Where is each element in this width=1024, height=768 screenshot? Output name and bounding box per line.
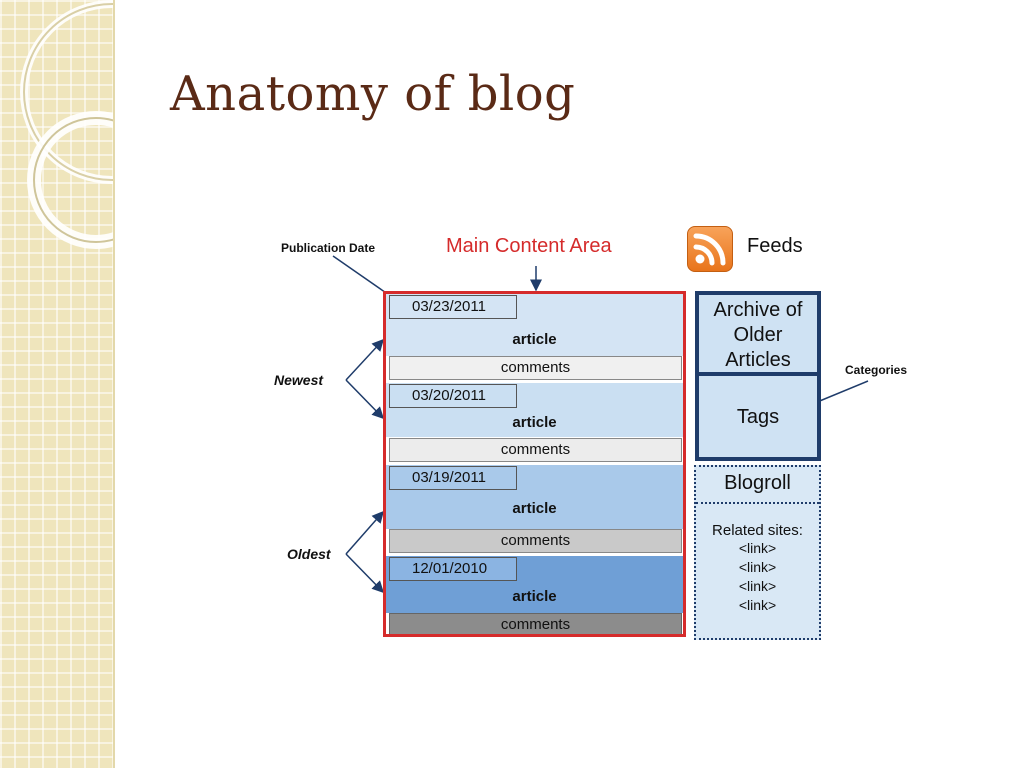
article-label: article (512, 500, 557, 517)
decorative-side-panel (0, 0, 115, 768)
related-site-link: <link> (738, 540, 777, 556)
label-oldest: Oldest (287, 546, 331, 562)
article-label: article (512, 331, 557, 348)
archive-line: Older (733, 324, 783, 346)
publication-date-tab: 12/01/2010 (389, 557, 517, 581)
blogroll-box: Blogroll Related sites: <link> <link> <l… (694, 465, 821, 640)
main-content-area: 03/23/2011 article comments 03/20/2011 a… (383, 291, 686, 637)
archive-line: Articles (725, 349, 791, 371)
related-site-link: <link> (738, 559, 777, 575)
blog-entry: 03/23/2011 article (386, 294, 683, 356)
arrow-oldest-up (345, 510, 384, 555)
related-sites-label: Related sites: (712, 522, 803, 539)
blogroll-title: Blogroll (696, 472, 819, 504)
publication-date-tab: 03/23/2011 (389, 295, 517, 319)
slide-title: Anatomy of blog (170, 66, 576, 122)
label-newest: Newest (274, 372, 324, 388)
article-label: article (512, 588, 557, 605)
blog-entry: 03/19/2011 article (386, 465, 683, 529)
publication-date-tab: 03/20/2011 (389, 384, 517, 408)
arrow-newest-up (345, 338, 385, 381)
blog-entry: 03/20/2011 article (386, 383, 683, 437)
blog-entry: 12/01/2010 article (386, 556, 683, 613)
article-label: article (512, 414, 557, 431)
label-main-content-area: Main Content Area (446, 235, 612, 257)
tags-box: Tags (695, 372, 821, 461)
comments-bar: comments (389, 438, 682, 462)
related-site-link: <link> (738, 597, 777, 613)
arrow-newest-down (345, 379, 385, 420)
tags-label: Tags (736, 406, 780, 428)
arrow-oldest-down (345, 553, 385, 594)
comments-bar: comments (389, 529, 682, 553)
related-site-link: <link> (738, 578, 777, 594)
label-feeds: Feeds (747, 235, 803, 257)
comments-bar: comments (389, 613, 682, 634)
label-categories: Categories (845, 363, 908, 377)
archive-of-older-articles: Archive of Older Articles (695, 291, 821, 376)
publication-date-tab: 03/19/2011 (389, 466, 517, 490)
rss-feed-icon (687, 226, 733, 272)
decorative-rings (20, 0, 113, 249)
comments-bar: comments (389, 356, 682, 380)
archive-line: Archive of (713, 299, 803, 321)
label-publication-date: Publication Date (281, 241, 376, 255)
